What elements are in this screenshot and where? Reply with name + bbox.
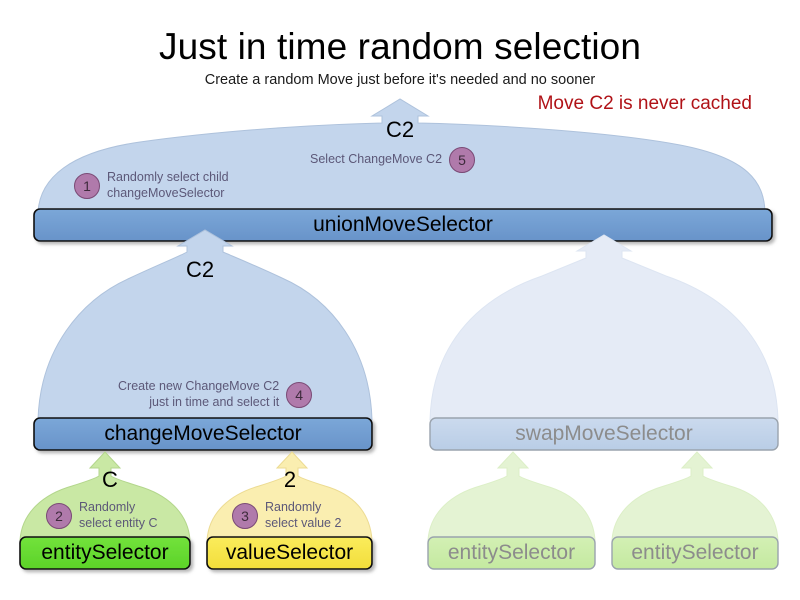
step-text-4: Create new ChangeMove C2 just in time an… xyxy=(118,379,279,411)
cache-note: Move C2 is never cached xyxy=(537,93,752,114)
node-label-union-move-selector[interactable]: unionMoveSelector xyxy=(313,213,493,236)
step-text-3-line1: Randomly xyxy=(265,500,322,514)
arrow-swap-to-union xyxy=(429,234,779,421)
node-label-entity-selector-2[interactable]: entitySelector xyxy=(447,541,576,564)
step-text-1: Randomly select child changeMoveSelector xyxy=(107,170,229,202)
step-badge-2: 2 xyxy=(46,502,72,529)
node-entity-selector-2[interactable] xyxy=(427,536,596,570)
arrow-value-change-to-union: C2 xyxy=(185,257,215,282)
step-text-4-line1: Create new ChangeMove C2 xyxy=(118,379,280,393)
page-subtitle: Create a random Move just before it's ne… xyxy=(204,72,596,88)
node-entity-selector-1[interactable] xyxy=(19,536,191,570)
arrow-entity3-to-swap xyxy=(611,451,779,541)
page-title: Just in time random selection xyxy=(158,26,642,67)
arrow-value-entity-to-change: C xyxy=(102,467,118,492)
node-label-change-move-selector[interactable]: changeMoveSelector xyxy=(104,422,302,445)
step-annotation-2: 2 Randomly select entity C xyxy=(46,500,158,532)
step-text-5: Select ChangeMove C2 xyxy=(310,152,442,168)
arrow-union-output xyxy=(37,98,766,213)
step-badge-1: 1 xyxy=(74,172,100,199)
node-label-swap-move-selector[interactable]: swapMoveSelector xyxy=(515,422,693,445)
step-text-2: Randomly select entity C xyxy=(79,500,158,532)
step-annotation-5: 5 Select ChangeMove C2 xyxy=(310,147,476,173)
step-annotation-1: 1 Randomly select child changeMoveSelect… xyxy=(74,170,229,202)
arrow-change-to-union xyxy=(37,229,373,421)
step-text-3: Randomly select value 2 xyxy=(265,500,341,532)
step-badge-4: 4 xyxy=(286,381,313,408)
step-annotation-4: 4 Create new ChangeMove C2 just in time … xyxy=(118,379,313,411)
node-label-entity-selector-3[interactable]: entitySelector xyxy=(631,541,759,564)
node-change-move-selector[interactable] xyxy=(33,417,373,451)
step-badge-5: 5 xyxy=(449,147,476,173)
step-badge-3: 3 xyxy=(232,502,258,529)
step-text-3-line2: select value 2 xyxy=(265,515,342,530)
node-label-entity-selector-1[interactable]: entitySelector xyxy=(41,541,169,564)
step-text-4-line2: just in time and select it xyxy=(149,394,280,409)
node-label-value-selector-1[interactable]: valueSelector xyxy=(225,541,354,564)
arrow-value-value-to-change: 2 xyxy=(283,467,297,492)
arrow-value-union-output: C2 xyxy=(385,117,415,142)
node-swap-move-selector[interactable] xyxy=(429,417,779,451)
node-union-move-selector[interactable] xyxy=(33,208,773,242)
step-annotation-3: 3 Randomly select value 2 xyxy=(232,500,341,532)
step-text-2-line1: Randomly xyxy=(79,500,136,514)
step-text-5-line1: Select ChangeMove C2 xyxy=(310,152,443,167)
arrow-entity2-to-swap xyxy=(427,451,596,541)
step-text-1-line1: Randomly select child xyxy=(107,170,229,184)
step-text-1-line2: changeMoveSelector xyxy=(107,185,225,200)
step-text-2-line2: select entity C xyxy=(79,515,158,530)
node-value-selector-1[interactable] xyxy=(206,536,373,570)
node-entity-selector-3[interactable] xyxy=(611,536,779,570)
